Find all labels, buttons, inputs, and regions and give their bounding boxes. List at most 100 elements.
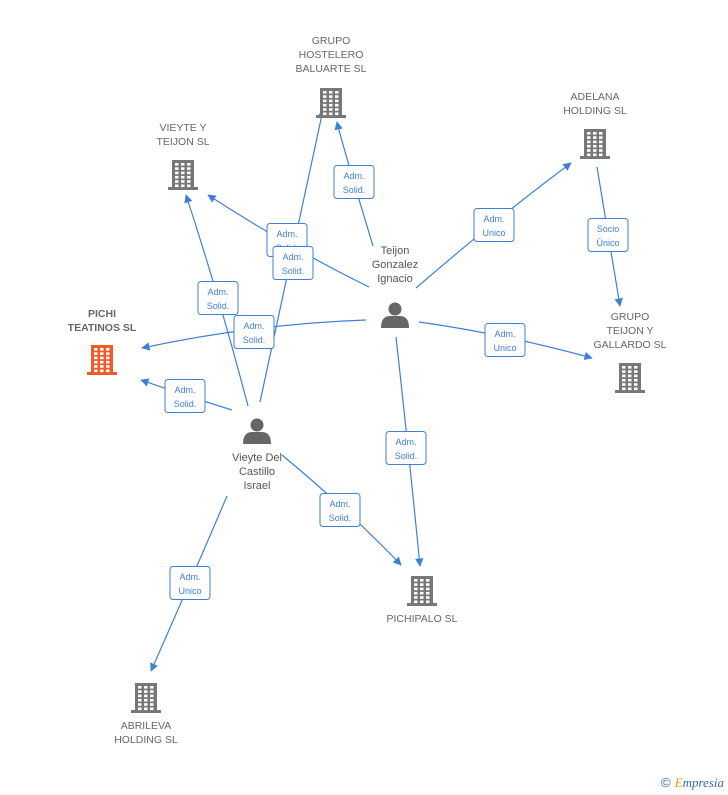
building-window <box>94 348 98 351</box>
edge-label-box <box>587 218 629 252</box>
building-window <box>593 140 597 144</box>
building-window <box>335 95 339 98</box>
company-name-label[interactable]: HOLDING SL <box>563 105 627 117</box>
company-name-label[interactable]: BALUARTE SL <box>295 63 366 75</box>
copyright-icon: © <box>661 775 671 790</box>
company-icon[interactable] <box>580 129 610 159</box>
company-name-label[interactable]: VIEYTE Y <box>159 122 206 134</box>
footer-brand[interactable]: ©Empresia <box>661 775 724 791</box>
building-window <box>329 99 333 103</box>
edge-label[interactable]: Adm.Solid. <box>197 281 239 315</box>
building-window <box>593 153 597 157</box>
person-body <box>243 432 271 444</box>
edge-label-box <box>333 165 375 199</box>
building-window <box>634 387 638 391</box>
building-window <box>138 690 142 693</box>
building-window <box>622 378 626 382</box>
building-window <box>634 366 638 369</box>
company-icon[interactable] <box>316 88 346 118</box>
company-name-label[interactable]: HOLDING SL <box>114 734 178 746</box>
edge-labels-layer: Adm.Solid.Adm.UnicoAdm.Solid.Adm.Solid.A… <box>164 165 629 600</box>
edge-label[interactable]: Adm.Solid. <box>385 431 427 465</box>
company-name-label[interactable]: GRUPO <box>611 311 650 323</box>
person-name-label[interactable]: Castillo <box>239 466 275 478</box>
company-name-label[interactable]: TEIJON Y <box>606 325 653 337</box>
person-icon[interactable] <box>243 418 271 445</box>
building-window <box>100 365 104 368</box>
company-name-label[interactable]: PICHIPALO SL <box>387 613 458 625</box>
building-window <box>323 91 327 94</box>
building-window <box>414 587 418 591</box>
building-window <box>106 356 110 360</box>
edge-label-box <box>385 431 427 465</box>
building-window <box>593 132 597 135</box>
edge-label-box <box>319 493 361 527</box>
company-name-label[interactable]: ADELANA <box>570 91 619 103</box>
building-base <box>131 710 161 713</box>
building-window <box>144 698 148 702</box>
edge-label-text: Adm. <box>207 287 228 297</box>
building-window <box>420 583 424 586</box>
building-window <box>181 167 185 170</box>
building-window <box>150 694 154 698</box>
person-name-label[interactable]: Gonzalez <box>372 259 418 271</box>
building-window <box>106 369 110 373</box>
company-name-label[interactable]: TEIJON SL <box>156 136 209 148</box>
building-window <box>187 167 191 170</box>
edge-label[interactable]: Adm.Unico <box>473 208 515 242</box>
building-window <box>138 694 142 698</box>
building-window <box>593 149 597 152</box>
company-name-label[interactable]: ABRILEVA <box>121 720 172 732</box>
person-name-label[interactable]: Ignacio <box>377 273 412 285</box>
edge-label[interactable]: Adm.Solid. <box>233 315 275 349</box>
building-window <box>175 175 179 179</box>
edge-label-text: Adm. <box>494 329 515 339</box>
person-head <box>250 418 264 432</box>
building-window <box>138 703 142 706</box>
person-body <box>381 316 409 328</box>
edge-label-text: Solid. <box>329 513 352 523</box>
building-window <box>420 591 424 595</box>
edge-label[interactable]: Adm.Unico <box>484 323 526 357</box>
person-icon[interactable] <box>381 302 409 329</box>
building-window <box>420 579 424 582</box>
building-window <box>426 596 430 599</box>
building-window <box>106 360 110 364</box>
edge-label-box <box>164 379 206 413</box>
company-name-label[interactable]: HOSTELERO <box>299 49 364 61</box>
building-window <box>628 370 632 373</box>
building-window <box>587 144 591 148</box>
company-name-label[interactable]: PICHI <box>88 308 116 320</box>
person-name-label[interactable]: Israel <box>244 480 271 492</box>
building-window <box>323 108 327 111</box>
company-icon[interactable] <box>407 576 437 606</box>
building-base <box>407 603 437 606</box>
company-name-label[interactable]: GALLARDO SL <box>594 339 667 351</box>
building-window <box>426 587 430 591</box>
person-name-label[interactable]: Vieyte Del <box>232 452 282 464</box>
building-window <box>587 149 591 152</box>
edge-label-box <box>473 208 515 242</box>
company-icon[interactable] <box>168 160 198 190</box>
building-window <box>181 171 185 175</box>
company-icon[interactable] <box>131 683 161 713</box>
company-icon[interactable] <box>615 363 645 393</box>
building-window <box>593 136 597 139</box>
building-window <box>144 686 148 689</box>
edge-label[interactable]: Adm.Unico <box>169 566 211 600</box>
building-window <box>187 175 191 179</box>
edge-label[interactable]: Adm.Solid. <box>164 379 206 413</box>
person-name-label[interactable]: Teijon <box>381 245 410 257</box>
building-window <box>323 99 327 103</box>
company-name-label[interactable]: GRUPO <box>312 35 351 47</box>
edge-label[interactable]: Adm.Solid. <box>272 246 314 280</box>
edge-label[interactable]: Adm.Solid. <box>319 493 361 527</box>
edge-label[interactable]: Adm.Solid. <box>333 165 375 199</box>
building-window <box>622 383 626 386</box>
building-window <box>335 99 339 103</box>
building-window <box>106 352 110 355</box>
company-name-label[interactable]: TEATINOS SL <box>68 322 137 334</box>
company-icon-highlight[interactable] <box>87 345 117 375</box>
edges-layer <box>140 109 623 672</box>
